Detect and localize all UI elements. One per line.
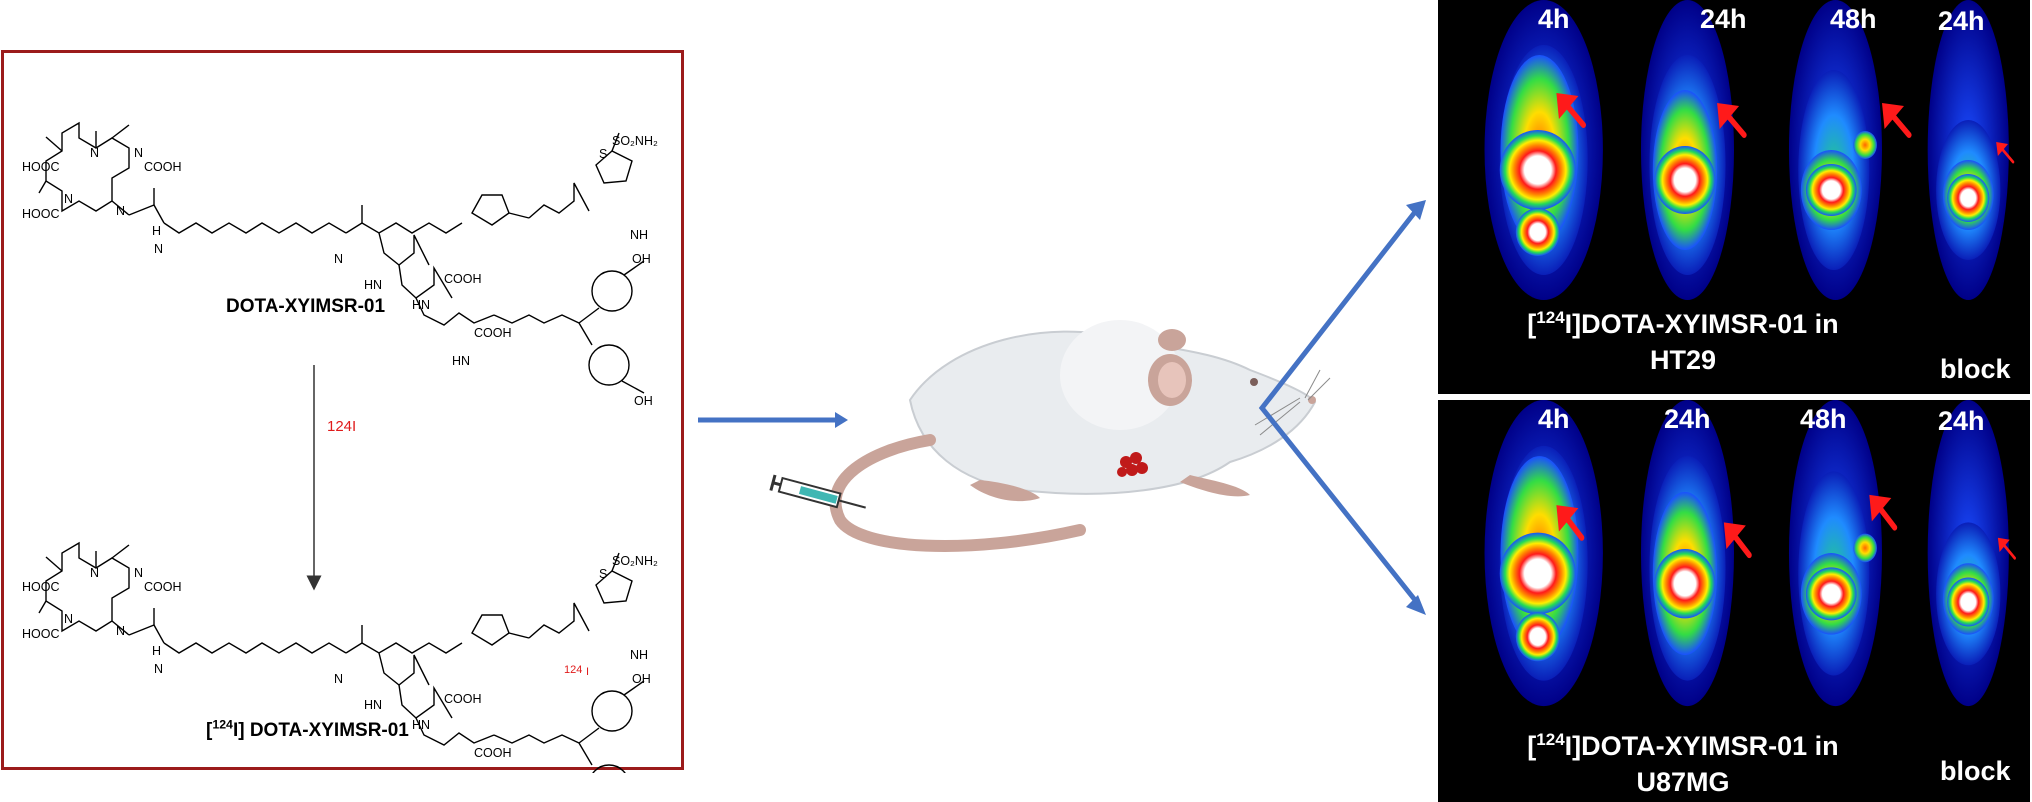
svg-text:S: S: [599, 147, 607, 161]
tumor-arrows-ht29: [1556, 93, 2015, 164]
caption-mass: 124: [1536, 308, 1565, 327]
reagent-symbol: I: [352, 418, 357, 435]
svg-text:HN: HN: [452, 354, 470, 368]
svg-text:N: N: [116, 624, 125, 638]
svg-text:N: N: [134, 566, 143, 580]
svg-text:SO₂NH₂: SO₂NH₂: [612, 554, 658, 568]
svg-text:OH: OH: [634, 394, 653, 408]
svg-text:HOOC: HOOC: [22, 627, 60, 641]
flow-arrowhead-to-mouse: [835, 412, 848, 428]
svg-text:COOH: COOH: [144, 580, 182, 594]
timepoint-label: 24h: [1664, 404, 1711, 434]
block-label: block: [1940, 354, 2011, 384]
compound-1-name: DOTA-XYIMSR-01: [226, 296, 386, 317]
caption-rest: I]DOTA-XYIMSR-01 in: [1564, 731, 1839, 761]
timepoint-label: 48h: [1830, 4, 1877, 34]
svg-text:N: N: [116, 204, 125, 218]
svg-text:N: N: [90, 566, 99, 580]
pet-images-ht29: [1484, 0, 2015, 300]
caption-line-1: [124I]DOTA-XYIMSR-01 in: [1498, 306, 1868, 342]
pet-panel-u87mg: 4h 24h 48h 24h [124I]DOTA-XYIMSR-01 in U…: [1438, 400, 2030, 802]
injection-and-flow-illustration: [698, 200, 1426, 615]
svg-text:N: N: [90, 146, 99, 160]
syringe-illustration: [769, 474, 866, 509]
svg-text:OH: OH: [632, 252, 651, 266]
svg-text:HOOC: HOOC: [22, 160, 60, 174]
compound-2-bracket: [: [206, 720, 213, 741]
svg-text:HOOC: HOOC: [22, 580, 60, 594]
timepoint-label: 24h: [1938, 406, 1985, 436]
caption-line-2: HT29: [1649, 345, 1717, 375]
synthesis-scheme-drawing: HOOC COOH HOOC N N N N H N N HN COOH HN …: [22, 122, 658, 773]
svg-text:HN: HN: [412, 718, 430, 732]
svg-text:H: H: [152, 224, 161, 238]
block-label: block: [1940, 756, 2011, 786]
svg-text:HN: HN: [412, 298, 430, 312]
branch-arrowhead-bottom: [1406, 595, 1426, 615]
svg-text:COOH: COOH: [144, 160, 182, 174]
svg-text:N: N: [134, 146, 143, 160]
reagent-mass: 124: [327, 418, 353, 435]
svg-text:COOH: COOH: [444, 272, 482, 286]
timepoint-label: 4h: [1538, 404, 1570, 434]
compound-2-name: [124I] DOTA-XYIMSR-01: [206, 717, 409, 742]
panel-caption-ht29: [124I]DOTA-XYIMSR-01 in HT29: [1498, 306, 1868, 378]
pet-images-u87mg: [1484, 400, 2017, 707]
svg-text:COOH: COOH: [474, 746, 512, 760]
mouse-illustration: [829, 320, 1331, 552]
reagent-label: 124I: [327, 418, 356, 435]
tumor-mark: [1117, 452, 1148, 477]
caption-bracket: [: [1527, 731, 1537, 761]
svg-text:N: N: [154, 662, 163, 676]
svg-text:N: N: [334, 252, 343, 266]
timepoint-label: 4h: [1538, 4, 1570, 34]
svg-text:NH: NH: [630, 648, 648, 662]
svg-text:HOOC: HOOC: [22, 207, 60, 221]
pet-panel-ht29: 4h 24h 48h 24h [124I]DOTA-XYIMSR-01 in H…: [1438, 0, 2030, 394]
svg-text:N: N: [154, 242, 163, 256]
svg-text:I: I: [586, 666, 589, 678]
svg-text:HN: HN: [364, 698, 382, 712]
svg-text:124: 124: [564, 664, 582, 676]
caption-bracket: [: [1527, 309, 1537, 339]
synthesis-scheme-box: HOOC COOH HOOC N N N N H N N HN COOH HN …: [1, 50, 684, 773]
caption-rest: I]DOTA-XYIMSR-01 in: [1564, 309, 1839, 339]
svg-text:N: N: [64, 192, 73, 206]
branch-arrowhead-top: [1406, 200, 1426, 220]
caption-mass: 124: [1536, 730, 1565, 749]
branch-arrows: [1258, 210, 1417, 602]
timepoint-label: 48h: [1800, 404, 1847, 434]
timepoint-label: 24h: [1700, 4, 1747, 34]
svg-text:SO₂NH₂: SO₂NH₂: [612, 134, 658, 148]
svg-text:N: N: [64, 612, 73, 626]
tumor-arrows-u87mg: [1556, 494, 2017, 560]
panel-caption-u87mg: [124I]DOTA-XYIMSR-01 in U87MG: [1498, 728, 1868, 800]
svg-text:HN: HN: [364, 278, 382, 292]
svg-text:COOH: COOH: [474, 326, 512, 340]
svg-text:COOH: COOH: [444, 692, 482, 706]
timepoint-label: 24h: [1938, 6, 1985, 36]
svg-text:N: N: [334, 672, 343, 686]
svg-text:S: S: [599, 567, 607, 581]
compound-2-mass: 124: [212, 717, 233, 732]
caption-line-1: [124I]DOTA-XYIMSR-01 in: [1498, 728, 1868, 764]
compound-2-rest: I] DOTA-XYIMSR-01: [232, 720, 409, 741]
caption-line-2: U87MG: [1636, 767, 1730, 797]
svg-text:NH: NH: [630, 228, 648, 242]
svg-text:H: H: [152, 644, 161, 658]
svg-text:OH: OH: [632, 672, 651, 686]
